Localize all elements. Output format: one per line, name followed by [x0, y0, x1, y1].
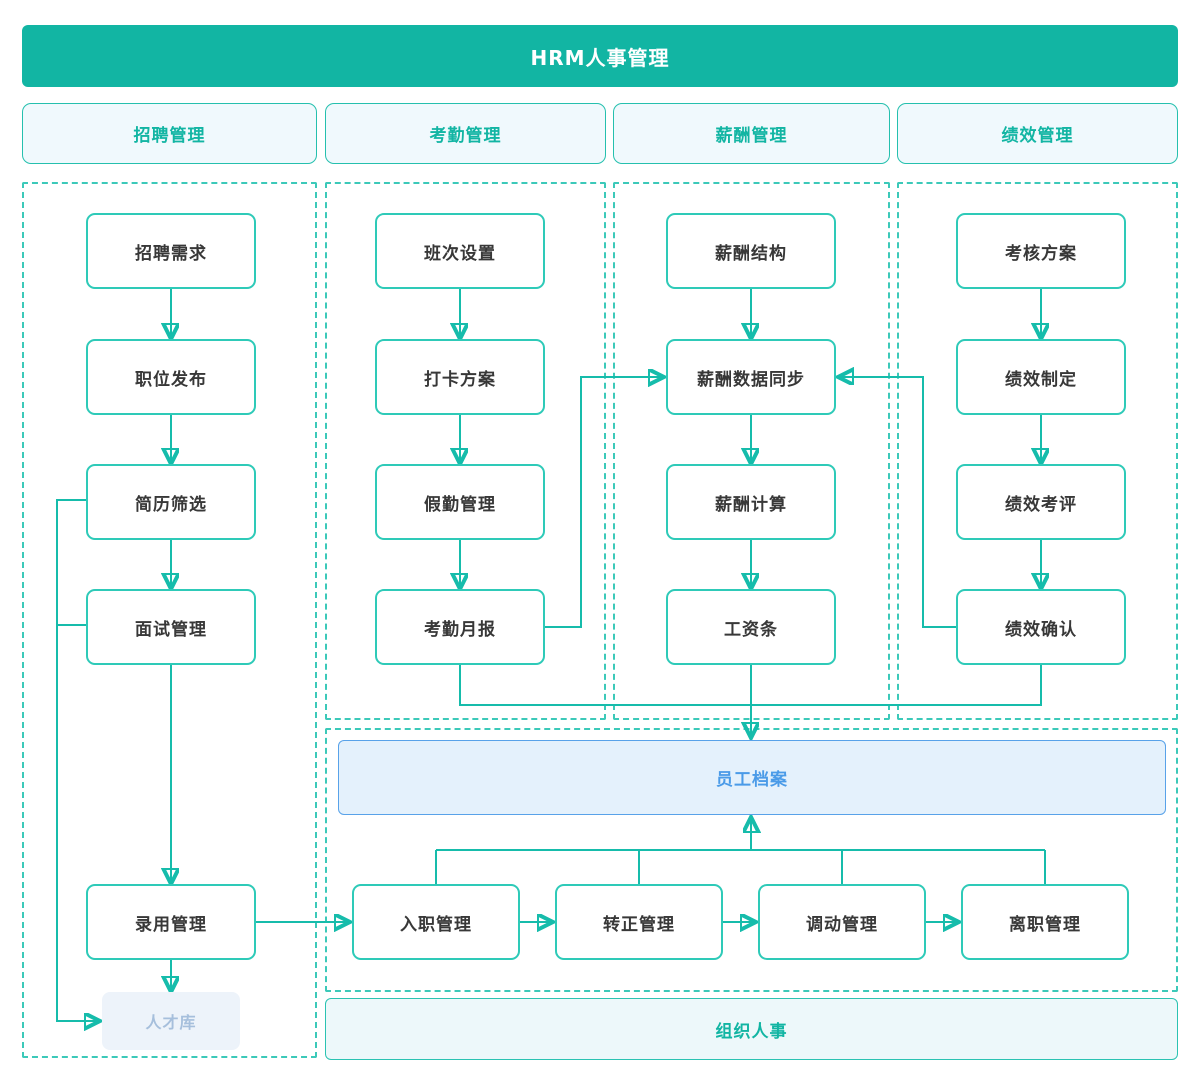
- node-probation: 转正管理: [555, 884, 723, 960]
- node-assessment-plan: 考核方案: [956, 213, 1126, 289]
- node-salary-calc: 薪酬计算: [666, 464, 836, 540]
- node-shift-setup: 班次设置: [375, 213, 545, 289]
- node-resume-screening: 简历筛选: [86, 464, 256, 540]
- bar-org-personnel: 组织人事: [325, 998, 1178, 1060]
- diagram-title: HRM人事管理: [22, 25, 1178, 87]
- node-attendance-monthly: 考勤月报: [375, 589, 545, 665]
- node-offboarding: 离职管理: [961, 884, 1129, 960]
- node-perf-review: 绩效考评: [956, 464, 1126, 540]
- node-leave-mgmt: 假勤管理: [375, 464, 545, 540]
- header-compensation: 薪酬管理: [613, 103, 890, 164]
- bar-employee-archive: 员工档案: [338, 740, 1166, 815]
- node-perf-setting: 绩效制定: [956, 339, 1126, 415]
- node-salary-structure: 薪酬结构: [666, 213, 836, 289]
- group-recruitment: [22, 182, 317, 1058]
- node-clockin-plan: 打卡方案: [375, 339, 545, 415]
- node-hiring-mgmt: 录用管理: [86, 884, 256, 960]
- node-payslip: 工资条: [666, 589, 836, 665]
- header-performance: 绩效管理: [897, 103, 1178, 164]
- node-talent-pool: 人才库: [102, 992, 240, 1050]
- node-interview-mgmt: 面试管理: [86, 589, 256, 665]
- node-transfer: 调动管理: [758, 884, 926, 960]
- header-recruitment: 招聘管理: [22, 103, 317, 164]
- header-attendance: 考勤管理: [325, 103, 606, 164]
- node-onboarding: 入职管理: [352, 884, 520, 960]
- node-perf-confirm: 绩效确认: [956, 589, 1126, 665]
- node-job-posting: 职位发布: [86, 339, 256, 415]
- node-recruit-demand: 招聘需求: [86, 213, 256, 289]
- node-salary-data-sync: 薪酬数据同步: [666, 339, 836, 415]
